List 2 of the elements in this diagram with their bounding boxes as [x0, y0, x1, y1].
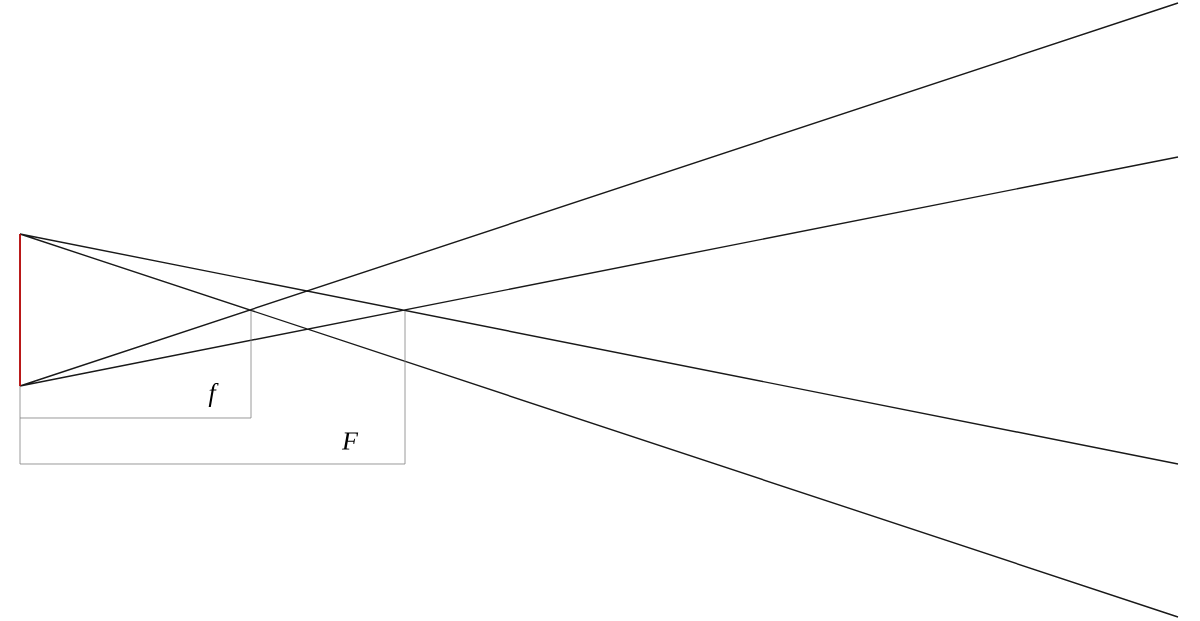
- dimension-label: F: [341, 432, 359, 450]
- dimension-label: f: [208, 383, 219, 407]
